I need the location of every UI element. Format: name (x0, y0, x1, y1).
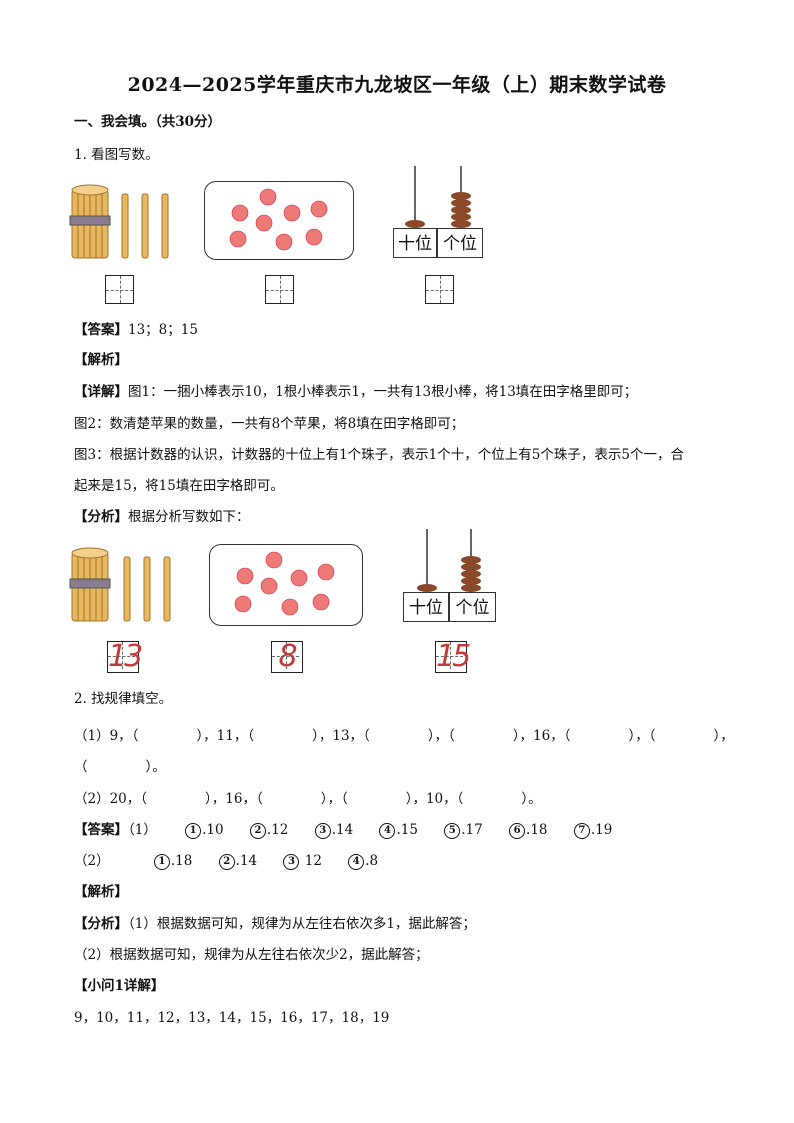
page-title: 2024—2025学年重庆市九龙坡区一年级（上）期末数学试卷 (127, 74, 667, 96)
single-sticks (121, 193, 169, 259)
tens-place-label-2: 十位 (403, 592, 449, 622)
q2-line-2: （2）20，（），16，（），（），10，（）。 (74, 791, 542, 807)
q2-answer-1: 【答案】（1） 1.10 2.12 3.14 4.15 5.17 6.18 7.… (74, 822, 613, 839)
q2-answer-2: （2） 1.18 2.14 3 12 4.8 (74, 853, 379, 870)
answer-box-3[interactable] (425, 275, 454, 304)
q2-analysis-tag: 【解析】 (74, 884, 128, 900)
abacus-bottom (417, 529, 481, 595)
q2-line-1: （1）9，（），11，（），13，（），（），16，（），（）， (74, 728, 734, 744)
question-1-label: 1. 看图写数。 (74, 147, 159, 163)
q1-detail-2: 图2：数清楚苹果的数量，一共有8个苹果，将8填在田字格即可； (74, 416, 465, 432)
apples-group-2 (234, 551, 335, 616)
answer-box-1[interactable] (105, 275, 134, 304)
filled-box-1: 13 (107, 639, 143, 674)
q2-sub1-tag: 【小问1详解】 (74, 978, 165, 994)
q1-detail-1: 【详解】图1：一捆小棒表示10，1根小棒表示1，一共有13根小棒，将13填在田字… (74, 384, 638, 400)
q2-line-1-cont: （）。 (74, 759, 166, 775)
single-sticks-2 (123, 556, 171, 622)
tens-place-label: 十位 (393, 228, 437, 258)
q1-fenxi: 【分析】根据分析写数如下： (74, 509, 250, 525)
q2-fenxi-1: 【分析】（1）根据数据可知，规律为从左往右依次多1，据此解答； (74, 916, 476, 932)
q1-analysis-tag: 【解析】 (74, 352, 128, 368)
ones-place-label-2: 个位 (449, 592, 496, 622)
q1-detail-3a: 图3：根据计数器的认识，计数器的十位上有1个珠子，表示1个十，个位上有5个珠子，… (74, 447, 684, 463)
question-2-label: 2. 找规律填空。 (74, 691, 173, 707)
apple-panel-2 (209, 544, 363, 626)
filled-box-2: 8 (271, 639, 303, 674)
apples-group (229, 188, 328, 251)
answer-box-2[interactable] (265, 275, 294, 304)
stick-bundle-figure-2 (69, 547, 171, 622)
stick-bundle-figure (69, 184, 169, 259)
apple-panel (204, 181, 354, 260)
bundle-of-ten-sticks (69, 184, 111, 259)
q2-fenxi-2: （2）根据数据可知，规律为从左往右依次少2，据此解答； (74, 947, 429, 963)
section-heading: 一、我会填。（共30分） (74, 114, 222, 130)
bundle-of-ten-sticks-2 (69, 547, 111, 622)
q2-sequence: 9，10，11，12，13，14，15，16，17，18，19 (74, 1010, 390, 1026)
abacus-top (405, 166, 471, 232)
q1-detail-3b: 起来是15，将15填在田字格即可。 (74, 478, 284, 494)
filled-box-3: 15 (435, 639, 471, 674)
q1-answer: 【答案】13；8；15 (74, 322, 198, 338)
ones-place-label: 个位 (437, 228, 483, 258)
